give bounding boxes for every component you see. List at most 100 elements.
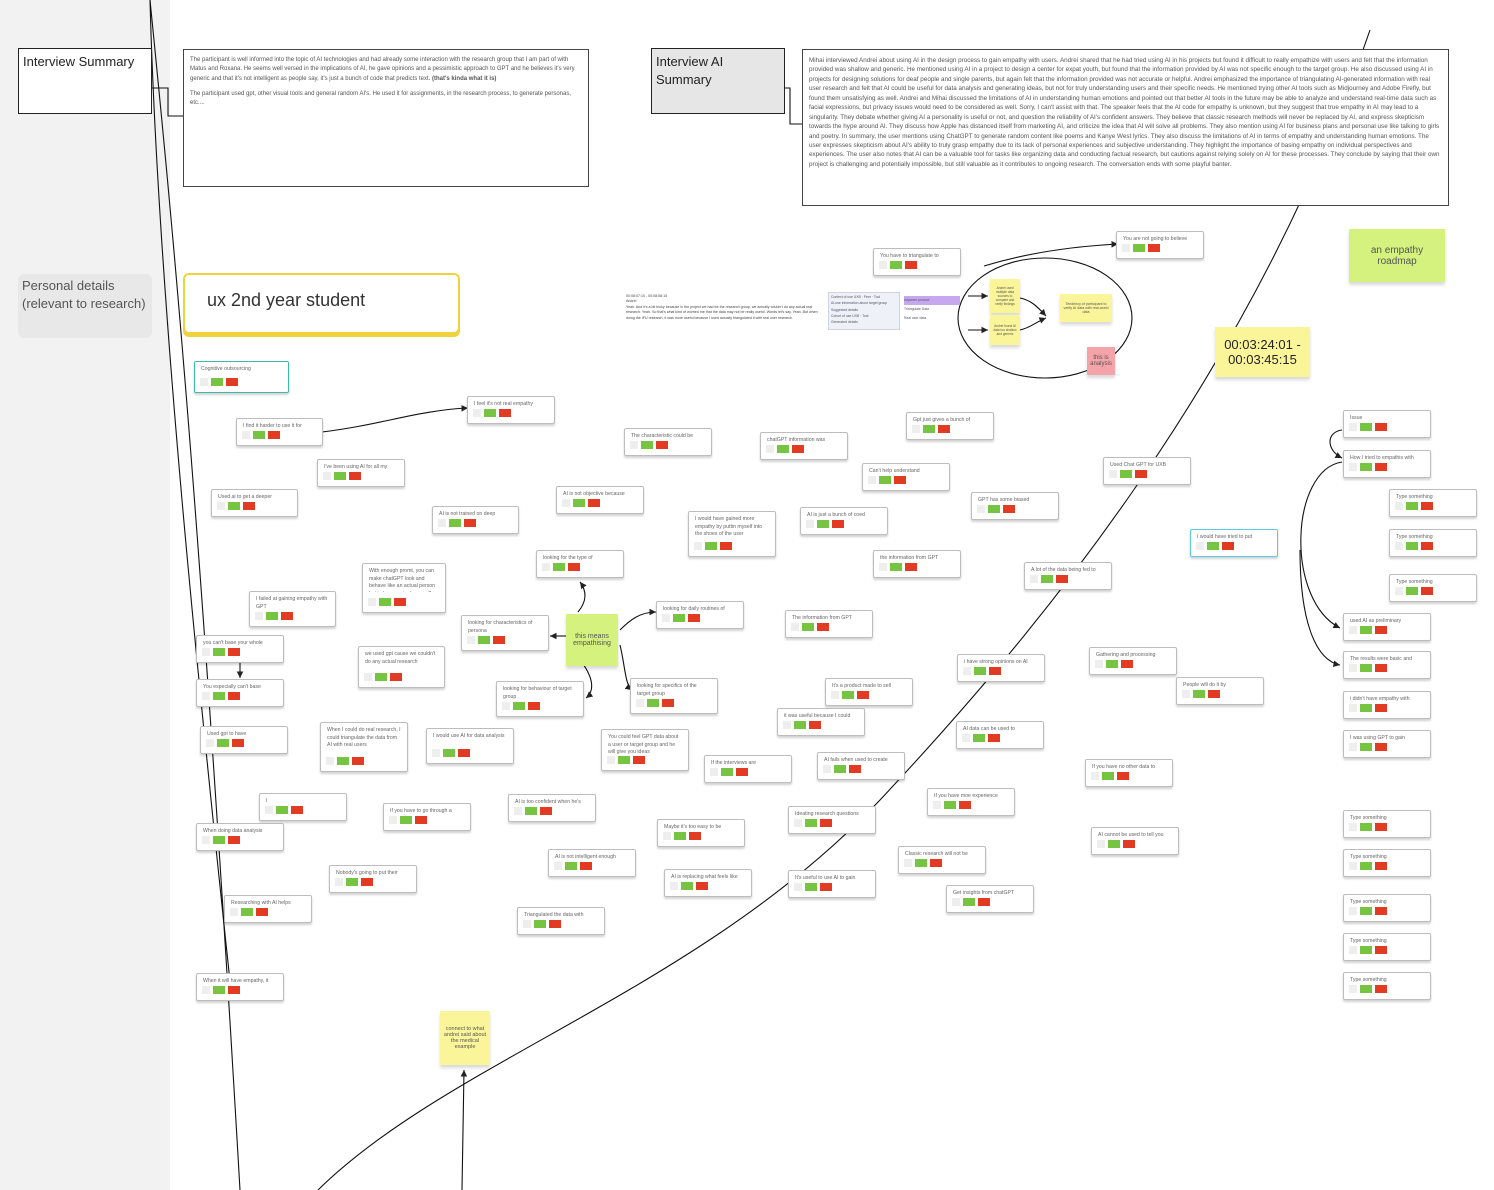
agree-chip[interactable] (973, 734, 985, 742)
agree-chip[interactable] (346, 878, 358, 886)
sticky-card[interactable]: Type something (1343, 810, 1431, 838)
agree-chip[interactable] (681, 882, 693, 890)
blank-chip[interactable] (1349, 704, 1357, 712)
sticky-card[interactable]: Classic research will not be (898, 846, 986, 874)
sticky-card[interactable]: I find it harder to use it for (236, 418, 323, 446)
disagree-chip[interactable] (1421, 542, 1433, 550)
disagree-chip[interactable] (226, 378, 238, 386)
agree-chip[interactable] (1207, 542, 1219, 550)
agree-chip[interactable] (400, 816, 412, 824)
disagree-chip[interactable] (656, 441, 668, 449)
disagree-chip[interactable] (1056, 575, 1068, 583)
disagree-chip[interactable] (243, 502, 255, 510)
sticky-card[interactable]: looking for specifics of the target grou… (630, 678, 718, 714)
sticky-card[interactable]: Used ai to get a deeper (211, 489, 298, 517)
agree-chip[interactable] (618, 756, 630, 764)
sticky-card[interactable]: You could feel GPT data about a user or … (601, 729, 689, 771)
blank-chip[interactable] (1349, 985, 1357, 993)
disagree-chip[interactable] (1375, 985, 1387, 993)
agree-chip[interactable] (1041, 575, 1053, 583)
agree-chip[interactable] (484, 409, 496, 417)
sticky-card[interactable]: chatGPT information was (760, 432, 848, 460)
blank-chip[interactable] (662, 614, 670, 622)
disagree-chip[interactable] (662, 699, 674, 707)
blank-chip[interactable] (766, 445, 774, 453)
blank-chip[interactable] (502, 702, 510, 710)
agree-chip[interactable] (1133, 244, 1145, 252)
sticky-card[interactable]: used AI as preliminary (1343, 613, 1431, 641)
agree-chip[interactable] (276, 806, 288, 814)
diagram-note-1[interactable]: Andrei used multiple data sources to com… (990, 279, 1020, 313)
sticky-card[interactable]: AI is just a bunch of coed (800, 507, 888, 535)
agree-chip[interactable] (1406, 502, 1418, 510)
disagree-chip[interactable] (228, 986, 240, 994)
sticky-card[interactable]: AI is not objective because (556, 486, 644, 514)
blank-chip[interactable] (542, 563, 550, 571)
blank-chip[interactable] (663, 832, 671, 840)
blank-chip[interactable] (806, 520, 814, 528)
disagree-chip[interactable] (720, 542, 732, 550)
sticky-card[interactable]: I've been using AI for all my (317, 459, 405, 487)
sticky-card[interactable]: you can't base your whole (196, 635, 284, 663)
sticky-card[interactable]: looking for the type of (536, 550, 624, 578)
sticky-card[interactable]: I was using GPT to gain (1343, 730, 1431, 758)
sticky-card[interactable]: Nobody's going to put their (329, 865, 417, 893)
disagree-chip[interactable] (1375, 743, 1387, 751)
disagree-chip[interactable] (1123, 840, 1135, 848)
blank-chip[interactable] (368, 598, 376, 606)
sticky-card[interactable]: I feel it's not real empathy (467, 396, 555, 424)
sticky-card[interactable]: A lot of the data being fed to (1024, 562, 1112, 590)
blank-chip[interactable] (783, 721, 791, 729)
blank-chip[interactable] (1349, 743, 1357, 751)
sticky-card[interactable]: Gpt just gives a bunch of (906, 412, 994, 440)
disagree-chip[interactable] (736, 768, 748, 776)
disagree-chip[interactable] (1121, 660, 1133, 668)
blank-chip[interactable] (952, 898, 960, 906)
blank-chip[interactable] (1349, 463, 1357, 471)
disagree-chip[interactable] (832, 520, 844, 528)
agree-chip[interactable] (241, 908, 253, 916)
disagree-chip[interactable] (820, 819, 832, 827)
disagree-chip[interactable] (1375, 626, 1387, 634)
agree-chip[interactable] (1360, 823, 1372, 831)
disagree-chip[interactable] (849, 765, 861, 773)
disagree-chip[interactable] (1003, 505, 1015, 513)
agree-chip[interactable] (449, 519, 461, 527)
sticky-card[interactable]: I would use AI for data analysis (426, 728, 514, 764)
disagree-chip[interactable] (394, 598, 406, 606)
blank-chip[interactable] (1091, 772, 1099, 780)
disagree-chip[interactable] (1421, 502, 1433, 510)
blank-chip[interactable] (1349, 907, 1357, 915)
sticky-card[interactable]: People will do it by (1176, 677, 1264, 705)
disagree-chip[interactable] (281, 612, 293, 620)
disagree-chip[interactable] (228, 648, 240, 656)
disagree-chip[interactable] (1375, 463, 1387, 471)
blank-chip[interactable] (962, 734, 970, 742)
agree-chip[interactable] (1120, 470, 1132, 478)
blank-chip[interactable] (1095, 660, 1103, 668)
disagree-chip[interactable] (291, 806, 303, 814)
blank-chip[interactable] (473, 409, 481, 417)
sticky-card[interactable]: If the interviews are (704, 755, 792, 783)
sticky-card[interactable]: Type something (1343, 849, 1431, 877)
blank-chip[interactable] (1349, 423, 1357, 431)
agree-chip[interactable] (534, 920, 546, 928)
mini-diagram[interactable]: Context of use UXB · Peer · Tool AI-use … (828, 292, 960, 332)
blank-chip[interactable] (904, 859, 912, 867)
sticky-card[interactable]: You especially can't base (196, 679, 284, 707)
agree-chip[interactable] (266, 612, 278, 620)
blank-chip[interactable] (1349, 823, 1357, 831)
sticky-card[interactable]: It's a product made to sell (825, 678, 913, 706)
blank-chip[interactable] (335, 878, 343, 886)
sticky-card[interactable]: AI data can be used to (956, 721, 1044, 749)
sticky-card[interactable]: Type something (1343, 933, 1431, 961)
sticky-card[interactable]: The results were basic and (1343, 651, 1431, 679)
timecode-sticky[interactable]: 00:03:24:01 - 00:03:45:15 (1215, 327, 1310, 377)
agree-chip[interactable] (923, 425, 935, 433)
disagree-chip[interactable] (588, 499, 600, 507)
disagree-chip[interactable] (930, 859, 942, 867)
blank-chip[interactable] (432, 749, 440, 757)
sticky-card[interactable]: Type something (1389, 574, 1477, 602)
disagree-chip[interactable] (988, 734, 1000, 742)
empathy-roadmap-sticky[interactable]: an empathy roadmap (1349, 229, 1445, 282)
